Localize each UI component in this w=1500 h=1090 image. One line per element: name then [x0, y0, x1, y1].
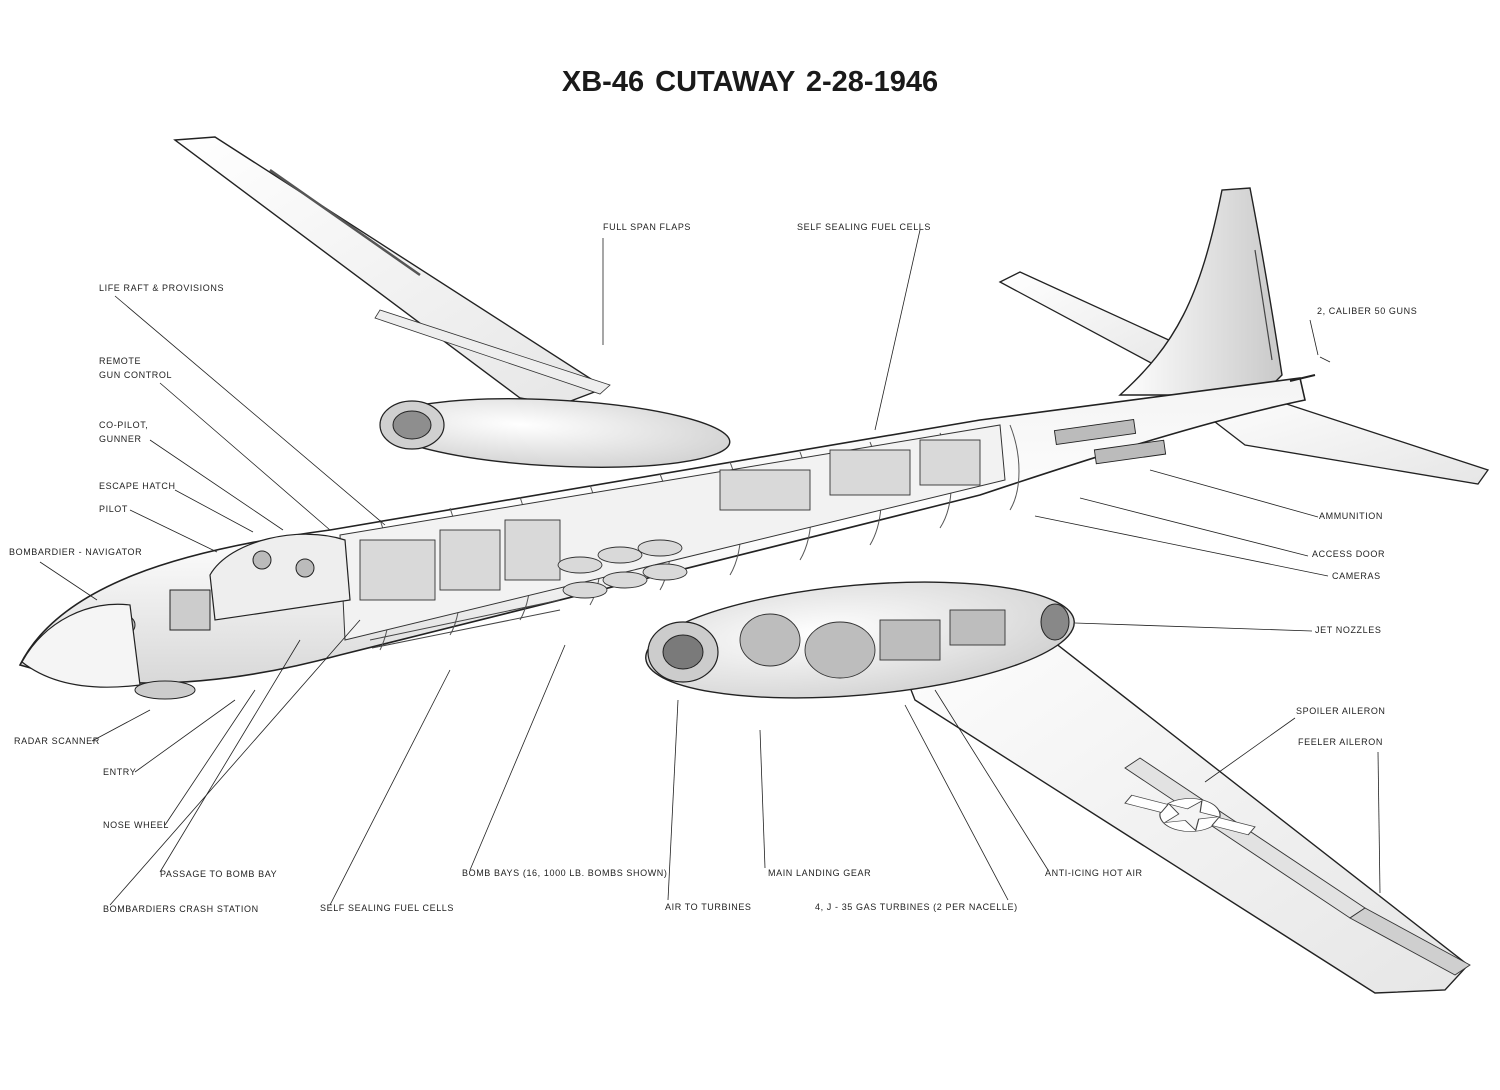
jet-nozzle: [1040, 603, 1070, 641]
label-gas-turbines: 4, J - 35 GAS TURBINES (2 PER NACELLE): [815, 902, 1018, 912]
label-passage-to-bomb-bay: PASSAGE TO BOMB BAY: [160, 869, 278, 879]
label-bombardier-navigator: BOMBARDIER - NAVIGATOR: [9, 547, 143, 557]
label-nose-wheel: NOSE WHEEL: [103, 820, 170, 830]
diagram-title: XB-46 CUTAWAY 2-28-1946: [561, 66, 939, 98]
left-wing: [173, 136, 607, 406]
label-air-to-turbines: AIR TO TURBINES: [665, 902, 752, 912]
label-jet-nozzles: JET NOZZLES: [1315, 625, 1382, 635]
turbine-detail: [739, 609, 1006, 679]
feeler-aileron-surface: [1349, 907, 1471, 976]
label-spoiler-aileron: SPOILER AILERON: [1296, 706, 1386, 716]
radar-dome: [134, 680, 196, 700]
vertical-tail: [1118, 187, 1283, 396]
tail-guns: [1289, 374, 1316, 382]
insignia-star: [1124, 794, 1256, 836]
label-anti-icing-hot-air: ANTI-ICING HOT AIR: [1045, 868, 1143, 878]
copilot-figure: [295, 558, 315, 578]
label-life-raft: LIFE RAFT & PROVISIONS: [99, 283, 225, 293]
cockpit-canopy: [209, 533, 351, 621]
label-entry: ENTRY: [103, 767, 137, 777]
label-radar-scanner: RADAR SCANNER: [14, 736, 100, 746]
label-caliber-guns: 2, CALIBER 50 GUNS: [1317, 306, 1418, 316]
label-escape-hatch: ESCAPE HATCH: [99, 481, 176, 491]
label-ammunition: AMMUNITION: [1319, 511, 1383, 521]
label-gun-control: GUN CONTROL: [99, 370, 173, 380]
fuel-cell-ribs: [369, 599, 561, 649]
label-gunner: GUNNER: [99, 434, 142, 444]
pilot-figure: [252, 550, 272, 570]
leader-lines: [39, 229, 1381, 906]
label-pilot: PILOT: [99, 504, 129, 514]
label-feeler-aileron: FEELER AILERON: [1298, 737, 1383, 747]
label-self-sealing-fuel-cells-top: SELF SEALING FUEL CELLS: [797, 222, 932, 232]
label-co-pilot: CO-PILOT,: [99, 420, 149, 430]
left-wing-flap: [374, 309, 611, 395]
bomb-bay-detail: [359, 439, 981, 601]
label-full-span-flaps: FULL SPAN FLAPS: [603, 222, 692, 232]
label-access-door: ACCESS DOOR: [1312, 549, 1386, 559]
label-cameras: CAMERAS: [1332, 571, 1381, 581]
label-bomb-bays: BOMB BAYS (16, 1000 LB. BOMBS SHOWN): [462, 868, 668, 878]
label-remote: REMOTE: [99, 356, 142, 366]
label-self-sealing-fuel-cells-bottom: SELF SEALING FUEL CELLS: [320, 903, 455, 913]
ammunition-box: [1053, 418, 1137, 446]
label-main-landing-gear: MAIN LANDING GEAR: [768, 868, 872, 878]
label-bombardiers-crash-station: BOMBARDIERS CRASH STATION: [103, 904, 259, 914]
nose-glazing: [21, 603, 141, 688]
